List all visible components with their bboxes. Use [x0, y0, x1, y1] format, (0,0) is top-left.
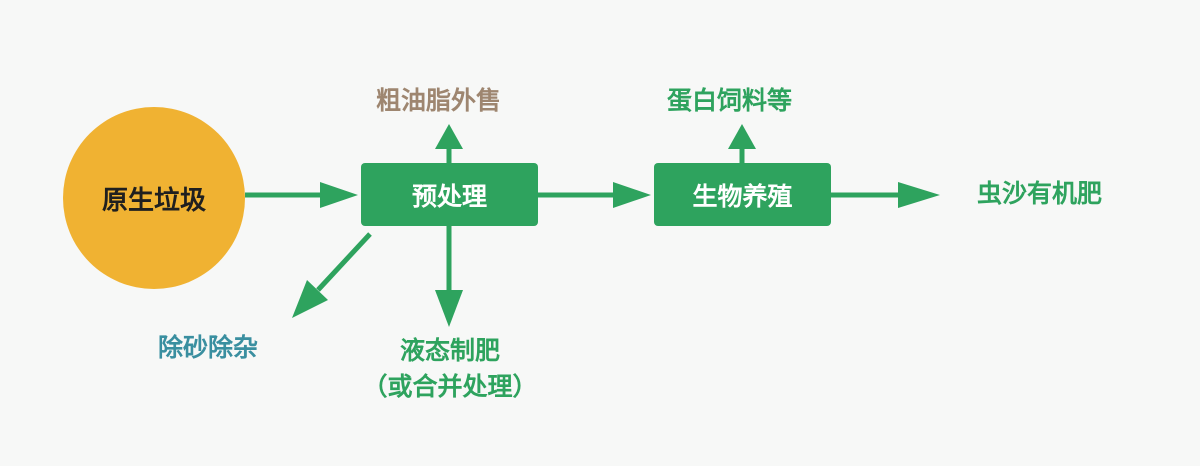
crude-oil-output: 粗油脂外售	[376, 86, 502, 115]
bio-breeding-node: 生物养殖	[654, 163, 831, 226]
liquid-fertilizer-line2: （或合并处理）	[362, 372, 538, 401]
arrowhead-up-protein	[728, 124, 756, 149]
pretreatment-node: 预处理	[361, 163, 538, 226]
raw-waste-label: 原生垃圾	[101, 185, 206, 216]
arrowhead-down-liquid	[435, 290, 463, 327]
arrow-pretreatment-to-sand	[316, 232, 372, 292]
frass-fertilizer-output: 虫沙有机肥	[977, 179, 1103, 208]
arrowhead-diag-sand	[292, 280, 328, 318]
arrowhead-right-1	[320, 182, 358, 208]
pretreatment-label: 预处理	[411, 181, 487, 211]
raw-waste-node: 原生垃圾	[63, 107, 245, 289]
protein-feed-output: 蛋白饲料等	[667, 86, 793, 115]
arrowhead-up-oil	[435, 124, 463, 149]
bio-breeding-label: 生物养殖	[692, 181, 793, 211]
arrowhead-right-2	[613, 182, 651, 208]
liquid-fertilizer-line1: 液态制肥	[399, 336, 500, 365]
liquid-fertilizer-output: 液态制肥 （或合并处理）	[350, 333, 550, 405]
arrowhead-right-3	[898, 182, 940, 208]
sand-removal-output: 除砂除杂	[158, 333, 259, 362]
